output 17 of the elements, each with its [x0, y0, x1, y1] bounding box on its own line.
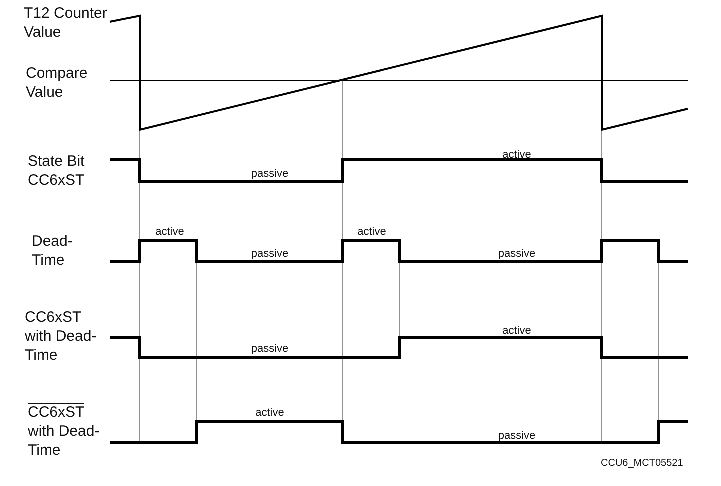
state-label: passive — [498, 248, 536, 260]
signal-label: State Bit CC6xST — [28, 152, 86, 190]
signal-label: Compare Value — [26, 64, 89, 102]
state-label: passive — [251, 168, 289, 180]
state-label: active — [256, 407, 284, 419]
state-label: passive — [251, 343, 289, 355]
signal-label: T12 Counter Value — [24, 4, 108, 42]
signal-label: CC6xST with Dead-Time — [28, 403, 101, 460]
state-label: active — [358, 226, 386, 238]
state-label: active — [502, 325, 532, 337]
state-label: active — [156, 226, 184, 238]
state-label: passive — [498, 430, 536, 442]
figure-id: CCU6_MCT05521 — [601, 458, 684, 470]
state-label: passive — [251, 248, 289, 260]
signal-label: CC6xST with Dead-Time — [25, 308, 98, 365]
signal-label: Dead-Time — [32, 232, 74, 270]
state-label: active — [502, 149, 532, 161]
